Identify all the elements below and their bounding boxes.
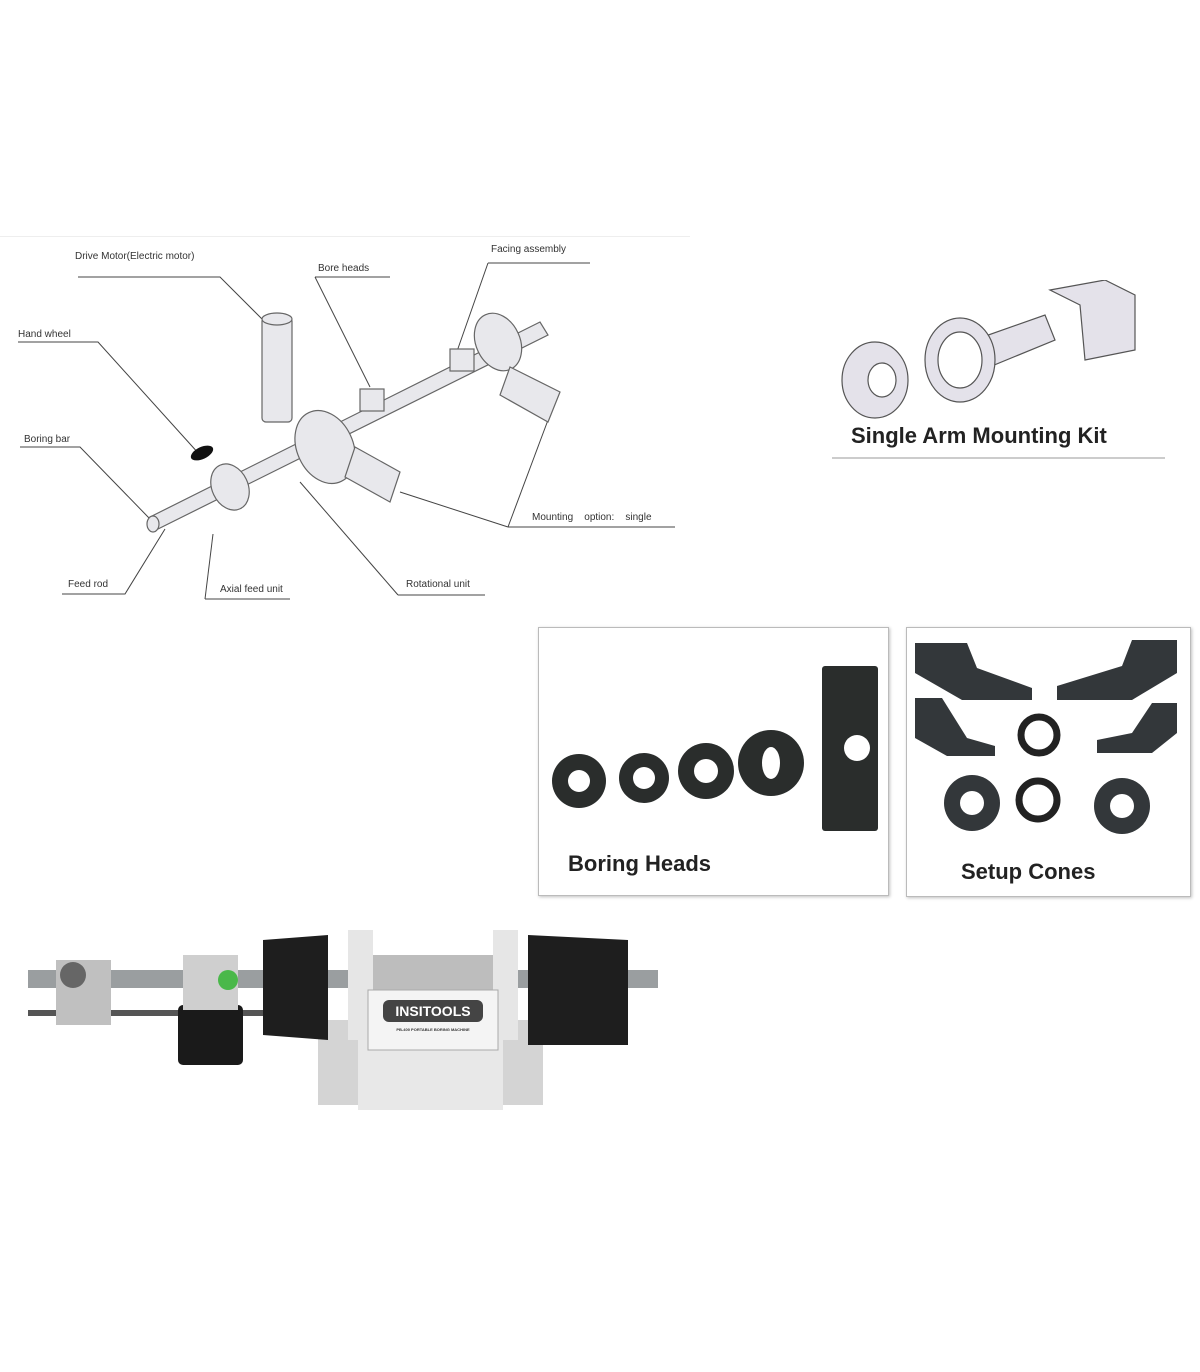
label-hand-wheel: Hand wheel — [18, 329, 71, 340]
machine-diagram: Drive Motor(Electric motor) Bore heads F… — [0, 236, 690, 607]
boring-heads-caption: Boring Heads — [568, 851, 712, 876]
boring-heads-drawing — [552, 666, 878, 831]
label-axial-feed-unit: Axial feed unit — [220, 584, 283, 595]
caption-divider — [832, 457, 1165, 459]
label-drive-motor: Drive Motor(Electric motor) — [75, 251, 195, 262]
label-feed-rod: Feed rod — [68, 579, 109, 590]
mounting-kit-drawing — [841, 280, 1136, 419]
diagram-drawing — [18, 262, 675, 600]
setup-cones-caption: Setup Cones — [961, 859, 1096, 884]
label-mounting-option: Mounting option: single — [532, 512, 652, 523]
boring-heads-panel: Boring Heads — [538, 627, 889, 896]
label-bore-heads: Bore heads — [318, 263, 370, 274]
setup-cones-panel: Setup Cones — [906, 627, 1191, 897]
setup-cones-drawing — [915, 640, 1177, 834]
machine-photo: INSITOOLS PB-400 PORTABLE BORING MACHINE — [28, 925, 663, 1110]
mounting-kit-caption: Single Arm Mounting Kit — [851, 423, 1107, 448]
brand-subtitle: PB-400 PORTABLE BORING MACHINE — [396, 1027, 470, 1032]
brand-label: INSITOOLS — [395, 1003, 471, 1019]
label-facing-assembly: Facing assembly — [491, 244, 567, 255]
label-boring-bar: Boring bar — [24, 434, 71, 445]
machine-photo-drawing — [28, 930, 658, 1110]
label-rotational-unit: Rotational unit — [406, 579, 470, 590]
mounting-kit-image: Single Arm Mounting Kit — [830, 280, 1170, 465]
